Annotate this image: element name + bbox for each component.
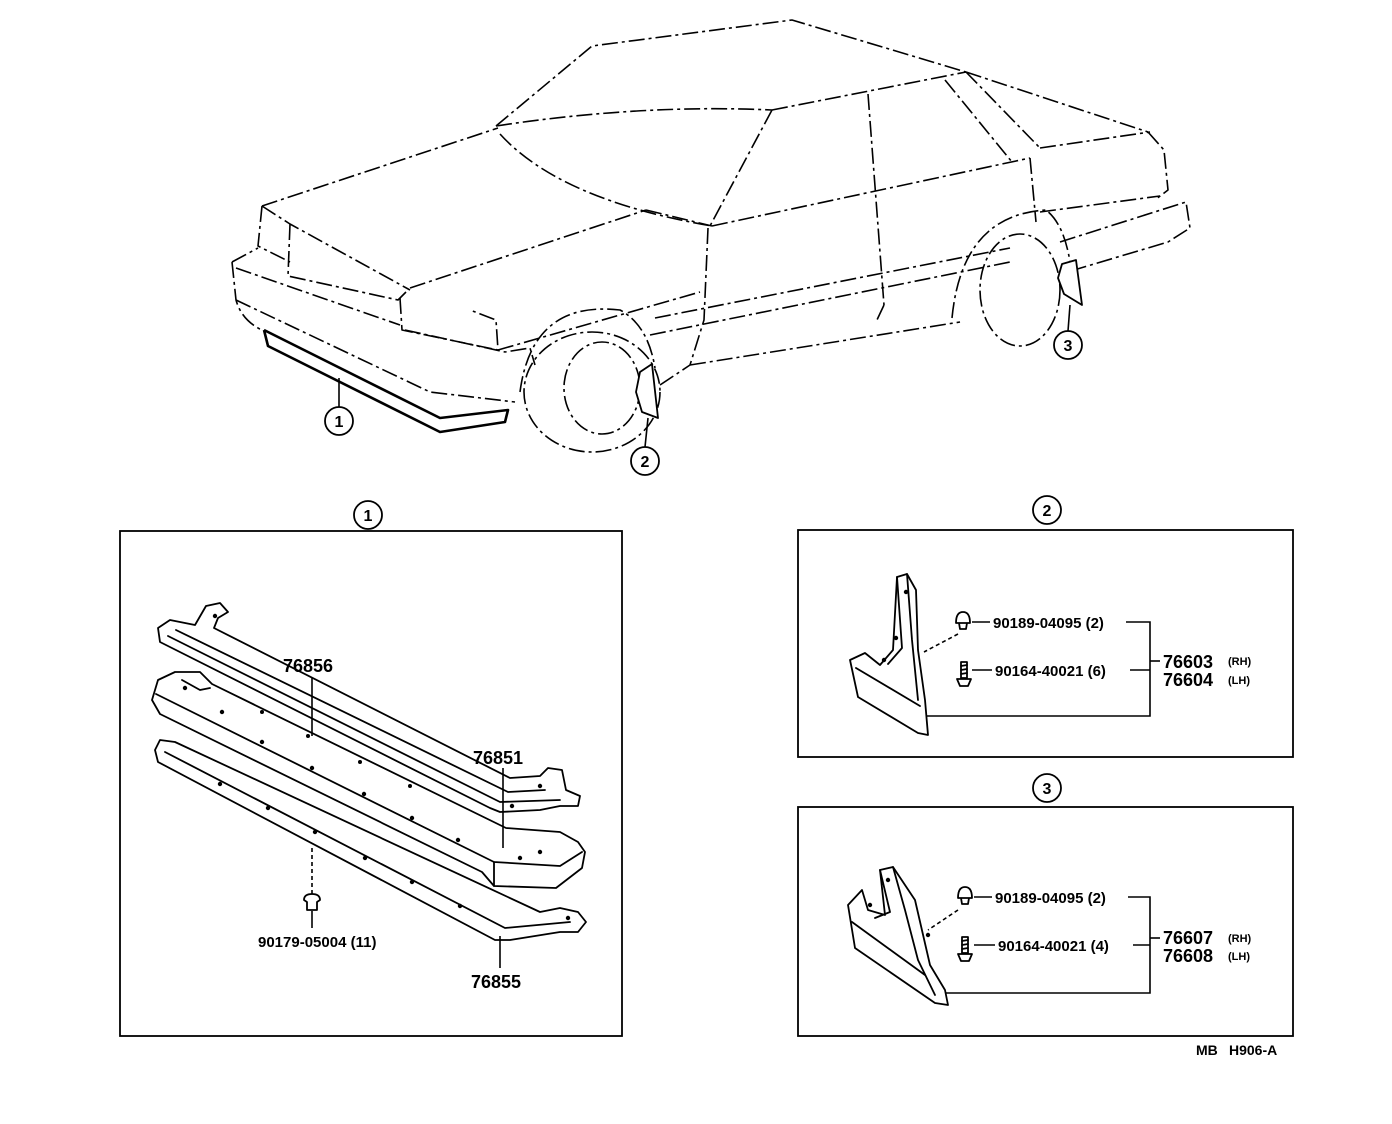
nut-clip-icon	[955, 611, 971, 630]
screw-thread	[961, 939, 969, 950]
rh-label: (RH)	[1228, 656, 1252, 668]
clip-part-number: 90179-05004 (11)	[258, 934, 376, 951]
rh-label: (RH)	[1228, 933, 1252, 945]
drawing-code-number: H906-A	[1229, 1042, 1277, 1058]
detail-frame	[797, 529, 1294, 758]
callout-circle	[630, 446, 660, 476]
rh-part-number: 76603	[1163, 652, 1213, 672]
front-mudguard-part	[849, 573, 929, 736]
drawing-code: MB H906-A	[1196, 1042, 1277, 1058]
car-overview: 1 2 3	[231, 19, 1191, 476]
bracket-line	[926, 621, 1151, 717]
callout-leader	[644, 417, 649, 448]
detail-box-rear-mudguard: 3 90189-04095 (2) 90164-40021 (4) 76607 …	[797, 773, 1294, 1037]
callout-number: 3	[1064, 338, 1073, 355]
fastener-dashed-line	[923, 633, 959, 653]
lh-label: (LH)	[1228, 951, 1250, 963]
callout-rear-mudguard: 3	[1053, 304, 1083, 360]
screw-thread	[960, 664, 968, 675]
screw-part-number: 90164-40021 (4)	[998, 938, 1109, 955]
nut-part-number: 90189-04095 (2)	[995, 890, 1106, 907]
fastener-dashed-line	[927, 909, 959, 931]
nut-clip-icon	[957, 886, 973, 905]
spoiler-part	[151, 671, 586, 889]
drawing-code-prefix: MB	[1196, 1042, 1218, 1058]
rear-mudguard-highlight	[1057, 259, 1083, 306]
detail-box-front-mudguard: 2 90189-04095 (2) 90164-40021 (6) 76603 …	[797, 495, 1294, 758]
box-heading-number: 3	[1043, 781, 1052, 798]
screw-part-number: 90164-40021 (6)	[995, 663, 1106, 680]
callout-leader	[1067, 304, 1071, 332]
box-heading-number: 1	[364, 508, 373, 525]
clip-icon	[303, 893, 321, 911]
lower-seal-part	[154, 739, 587, 941]
lh-label: (LH)	[1228, 675, 1250, 687]
rh-part-number: 76607	[1163, 928, 1213, 948]
callout-number: 2	[641, 454, 650, 471]
front-spoiler-highlight	[262, 328, 510, 434]
box-heading-circle	[1032, 495, 1062, 525]
callout-number: 1	[335, 414, 344, 431]
callout-circle	[324, 406, 354, 436]
front-mudguard-highlight	[635, 363, 659, 419]
detail-box-front-spoiler: 1	[119, 500, 623, 1037]
callout-front-spoiler: 1	[324, 378, 354, 436]
nut-part-number: 90189-04095 (2)	[993, 615, 1104, 632]
detail-frame	[797, 806, 1294, 1037]
box-heading-circle	[1032, 773, 1062, 803]
detail-frame	[119, 530, 623, 1037]
lh-part-number: 76604	[1163, 670, 1213, 690]
callout-front-mudguard: 2	[630, 417, 660, 476]
upper-seal-part	[157, 602, 581, 813]
upper-seal-part-number: 76856	[283, 656, 333, 676]
callout-circle	[1053, 330, 1083, 360]
box-heading-number: 2	[1043, 503, 1052, 520]
box-heading-circle	[353, 500, 383, 530]
rear-mudguard-part	[847, 866, 949, 1006]
spoiler-part-number: 76851	[473, 748, 523, 768]
lower-seal-part-number: 76855	[471, 972, 521, 992]
lh-part-number: 76608	[1163, 946, 1213, 966]
